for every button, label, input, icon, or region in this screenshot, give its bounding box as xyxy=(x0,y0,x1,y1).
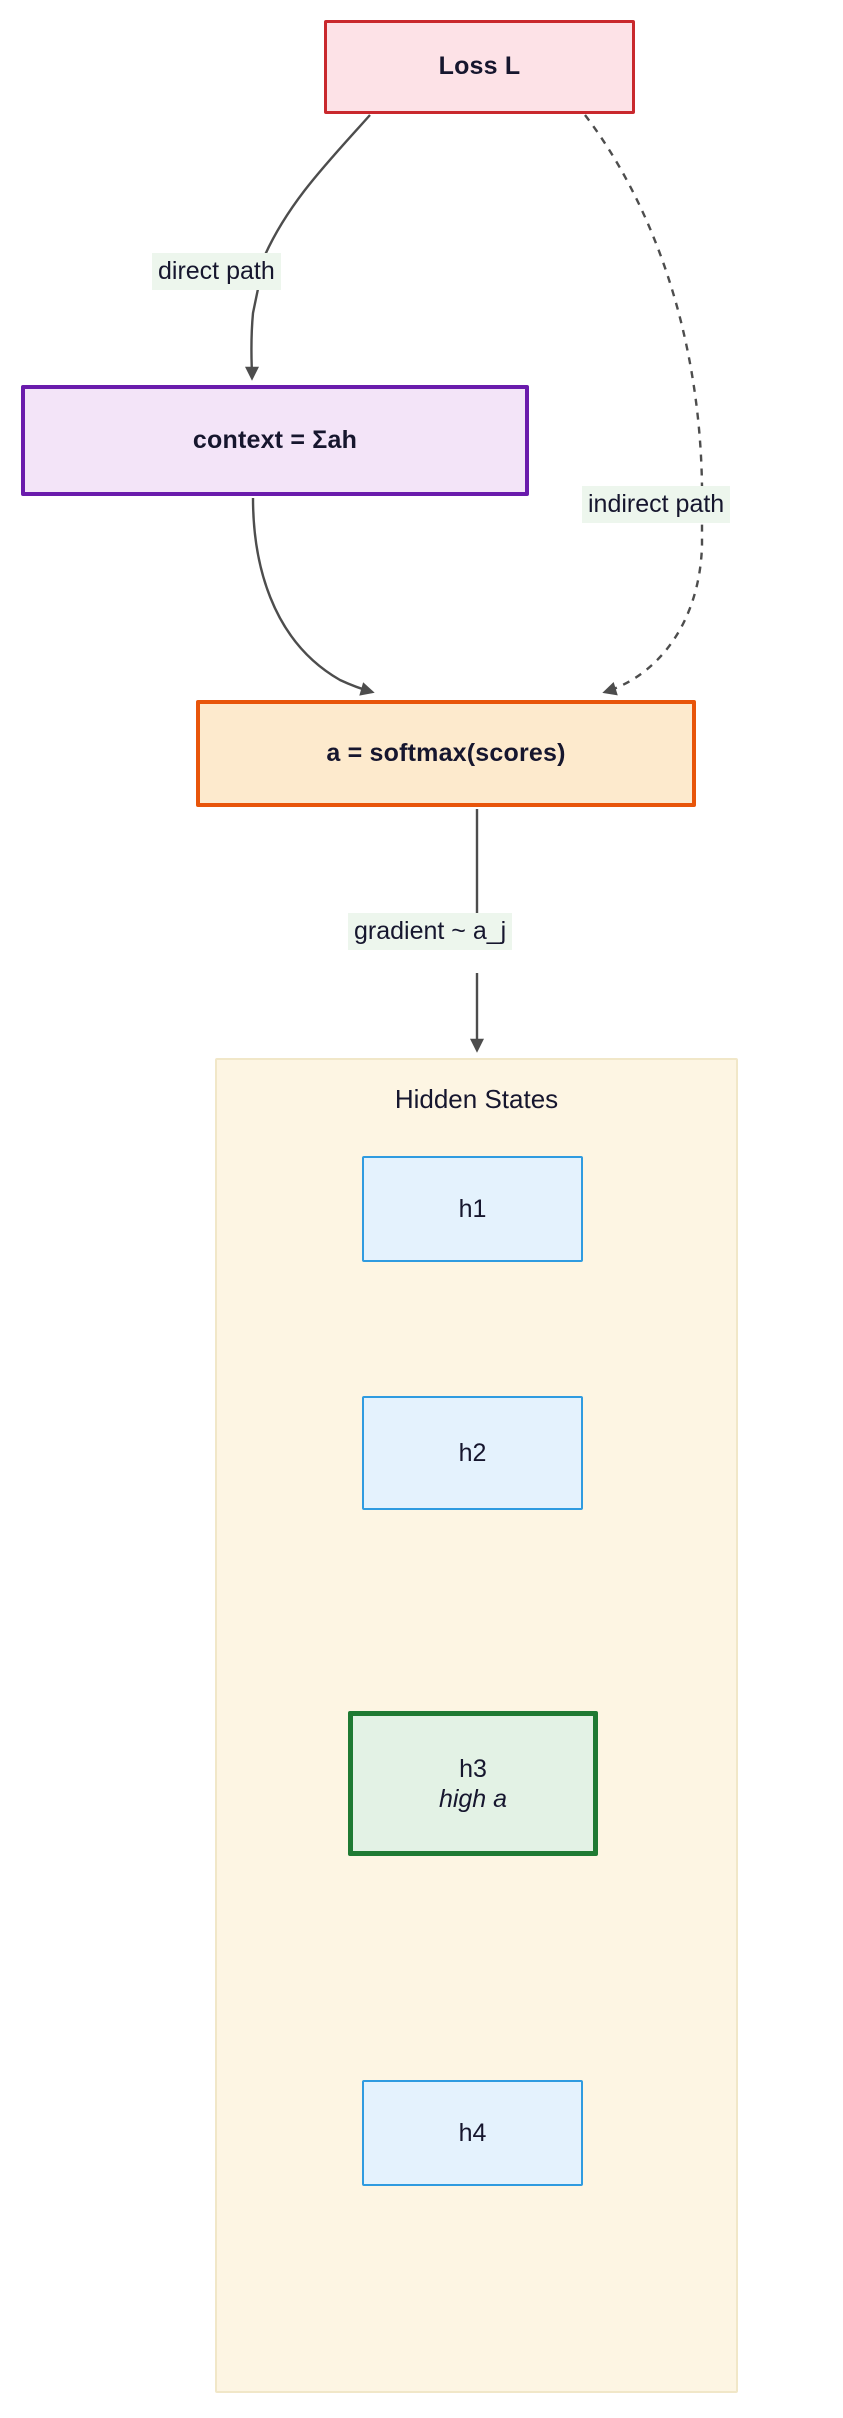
hidden-state-h3-sublabel: high a xyxy=(438,1784,508,1813)
edge-label-gradient: gradient ~ a_j xyxy=(348,913,513,950)
edge-label-direct-path: direct path xyxy=(152,253,281,290)
node-loss-label: Loss L xyxy=(438,52,521,81)
hidden-state-h3[interactable]: h3 high a xyxy=(348,1711,598,1856)
node-softmax-label: a = softmax(scores) xyxy=(326,738,566,767)
hidden-state-h2-label: h2 xyxy=(458,1439,487,1467)
hidden-state-h1[interactable]: h1 xyxy=(362,1156,583,1262)
node-context[interactable]: context = Σah xyxy=(21,385,529,496)
cluster-hidden-states-title: Hidden States xyxy=(394,1084,559,1114)
hidden-state-h4[interactable]: h4 xyxy=(362,2080,583,2186)
hidden-state-h4-label: h4 xyxy=(458,2119,487,2147)
hidden-state-h2[interactable]: h2 xyxy=(362,1396,583,1510)
edge-loss-to-context xyxy=(244,114,371,381)
hidden-state-h3-label: h3 xyxy=(459,1754,487,1783)
cluster-hidden-states: Hidden States h1 h2 h3 high a h4 xyxy=(215,1058,738,2393)
node-softmax[interactable]: a = softmax(scores) xyxy=(196,700,696,807)
hidden-state-h1-label: h1 xyxy=(458,1195,487,1223)
node-loss[interactable]: Loss L xyxy=(324,20,635,114)
edge-label-indirect-path: indirect path xyxy=(582,486,731,523)
edge-loss-to-softmax xyxy=(584,114,704,696)
edge-context-to-softmax xyxy=(251,497,375,696)
node-context-label: context = Σah xyxy=(192,425,358,454)
